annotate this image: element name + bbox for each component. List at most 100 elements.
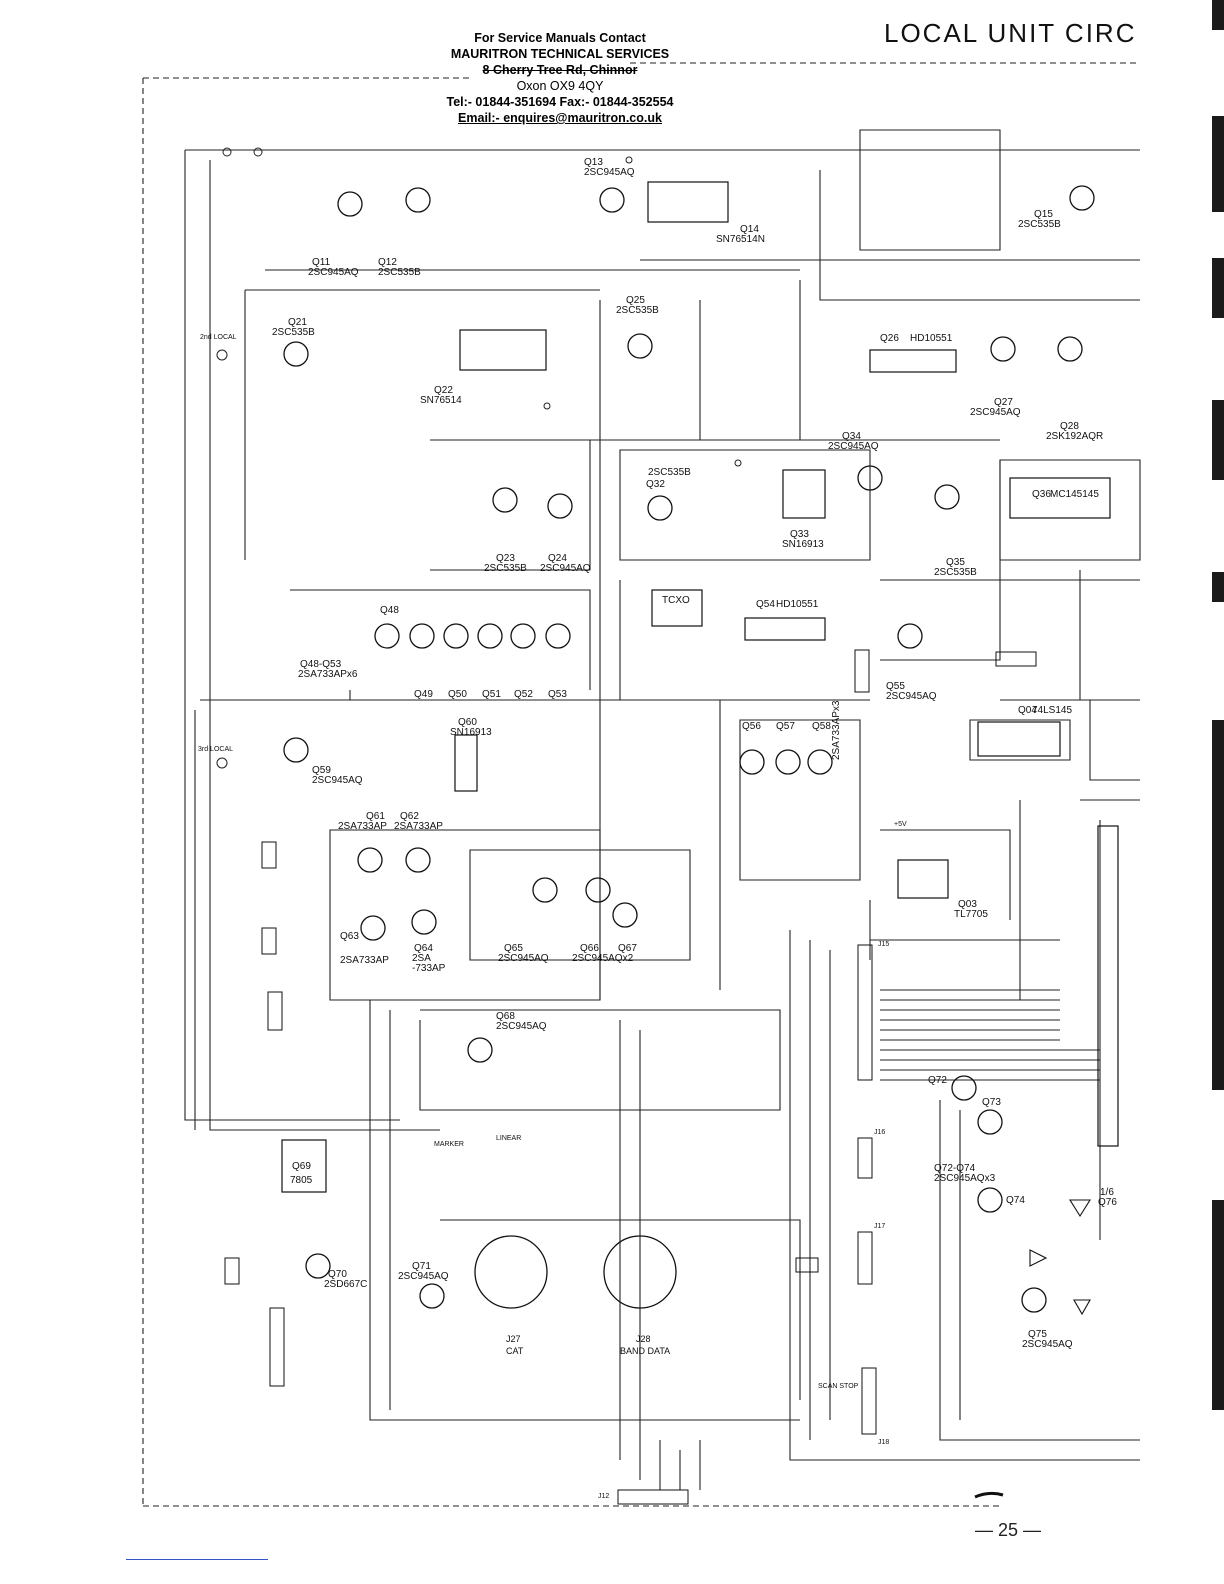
label-inverter-q76: Q76 [1098, 1197, 1117, 1208]
label-q24: Q24 [548, 553, 567, 564]
label-q52: Q52 [514, 689, 533, 700]
label-q36: Q36 [1032, 489, 1051, 500]
label-q65: Q65 [504, 943, 523, 954]
label-q62: Q62 [400, 811, 419, 822]
edge-tab [1212, 720, 1224, 1090]
label-q75-type: 2SC945AQ [1022, 1339, 1073, 1350]
label-q64-type: 2SA [412, 953, 431, 964]
label-q65-type: 2SC945AQ [498, 953, 549, 964]
edge-tab [1212, 1200, 1224, 1410]
label-q33-type: SN16913 [782, 539, 824, 550]
label-q60-type: SN16913 [450, 727, 492, 738]
label-q11: Q11 [312, 257, 331, 268]
label-plus5v: +5V [894, 821, 907, 828]
label-q59: Q59 [312, 765, 331, 776]
label-q61-type: 2SA733AP [338, 821, 387, 832]
label-q15-type: 2SC535B [1018, 219, 1061, 230]
label-q03: Q03 [958, 899, 977, 910]
contact-line-3: 8 Cherry Tree Rd, Chinnor [482, 63, 638, 77]
label-q63: Q63 [340, 931, 359, 942]
label-q49: Q49 [414, 689, 433, 700]
label-j16: J16 [874, 1129, 886, 1136]
label-q04-type: 74LS145 [1032, 705, 1073, 716]
label-q72-q74: Q72-Q74 [934, 1163, 976, 1174]
label-j28: J28 [636, 1334, 651, 1344]
label-q34: Q34 [842, 431, 861, 442]
label-q27-type: 2SC945AQ [970, 407, 1021, 418]
label-q56-58-type: 2SA733APx3 [831, 700, 842, 761]
page-title: LOCAL UNIT CIRC [884, 18, 1137, 48]
label-q35: Q35 [946, 557, 965, 568]
label-q69-type: 7805 [290, 1175, 313, 1186]
edge-tab [1212, 258, 1224, 318]
label-scan-stop: SCAN STOP [818, 1383, 859, 1390]
label-3rd-local: 3rd LOCAL [198, 746, 234, 753]
label-q60: Q60 [458, 717, 477, 728]
label-q55-type: 2SC945AQ [886, 691, 937, 702]
label-q23: Q23 [496, 553, 515, 564]
label-q14-type: SN76514N [716, 234, 765, 245]
label-q75: Q75 [1028, 1329, 1047, 1340]
label-q72: Q72 [928, 1075, 947, 1086]
contact-line-5: Tel:- 01844-351694 Fax:- 01844-352554 [446, 95, 674, 109]
label-q54-type: HD10551 [776, 599, 819, 610]
label-q71-type: 2SC945AQ [398, 1271, 449, 1282]
label-inverter-1: 1/6 [1100, 1187, 1114, 1198]
footer-link-underline [126, 1559, 268, 1560]
label-q26: Q26 [880, 333, 899, 344]
label-q33: Q33 [790, 529, 809, 540]
label-q69: Q69 [292, 1161, 311, 1172]
label-q53: Q53 [548, 689, 567, 700]
contact-line-6: Email:- enquires@mauritron.co.uk [458, 111, 662, 125]
label-q21: Q21 [288, 317, 307, 328]
label-2nd-local: 2nd LOCAL [200, 334, 237, 341]
contact-line-1: For Service Manuals Contact [474, 31, 646, 45]
label-q66: Q66 [580, 943, 599, 954]
label-tcxo: TCXO [662, 595, 690, 606]
edge-tab [1212, 572, 1224, 602]
label-q36-type: MC145145 [1050, 489, 1099, 500]
label-q56: Q56 [742, 721, 761, 732]
label-q50: Q50 [448, 689, 467, 700]
label-j12: J12 [598, 1493, 610, 1500]
label-q03-type: TL7705 [954, 909, 988, 920]
edge-tab [1212, 0, 1224, 30]
label-q48-q53: Q48-Q53 [300, 659, 342, 670]
label-q13-type: 2SC945AQ [584, 167, 635, 178]
label-q70: Q70 [328, 1269, 347, 1280]
label-q25-type: 2SC535B [616, 305, 659, 316]
contact-line-4: Oxon OX9 4QY [516, 79, 604, 93]
label-q35-type: 2SC535B [934, 567, 977, 578]
label-q24-type: 2SC945AQ [540, 563, 591, 574]
label-q59-type: 2SC945AQ [312, 775, 363, 786]
label-q64-type2: -733AP [412, 963, 446, 974]
contact-line-2: MAURITRON TECHNICAL SERVICES [450, 47, 670, 61]
page-number: — 25 — [975, 1520, 1042, 1540]
label-q68: Q68 [496, 1011, 515, 1022]
edge-tab [1212, 400, 1224, 480]
label-q12: Q12 [378, 257, 397, 268]
label-q68-type: 2SC945AQ [496, 1021, 547, 1032]
label-q27: Q27 [994, 397, 1013, 408]
label-q48-q53-type: 2SA733APx6 [298, 669, 358, 680]
label-q61: Q61 [366, 811, 385, 822]
label-q32: Q32 [646, 479, 665, 490]
label-q57: Q57 [776, 721, 795, 732]
edge-tab [1212, 116, 1224, 212]
label-q23-type: 2SC535B [484, 563, 527, 574]
label-q71: Q71 [412, 1261, 431, 1272]
label-q74: Q74 [1006, 1195, 1025, 1206]
label-q58: Q58 [812, 721, 831, 732]
label-q63-type: 2SA733AP [340, 955, 389, 966]
label-q12-type: 2SC535B [378, 267, 421, 278]
label-q55: Q55 [886, 681, 905, 692]
label-q04: Q04 [1018, 705, 1037, 716]
label-q34-type: 2SC945AQ [828, 441, 879, 452]
label-j15: J15 [878, 941, 890, 948]
label-q15: Q15 [1034, 209, 1053, 220]
label-q32-type: 2SC535B [648, 467, 691, 478]
label-q62-type: 2SA733AP [394, 821, 443, 832]
label-q28-type: 2SK192AQR [1046, 431, 1104, 442]
label-q28: Q28 [1060, 421, 1079, 432]
